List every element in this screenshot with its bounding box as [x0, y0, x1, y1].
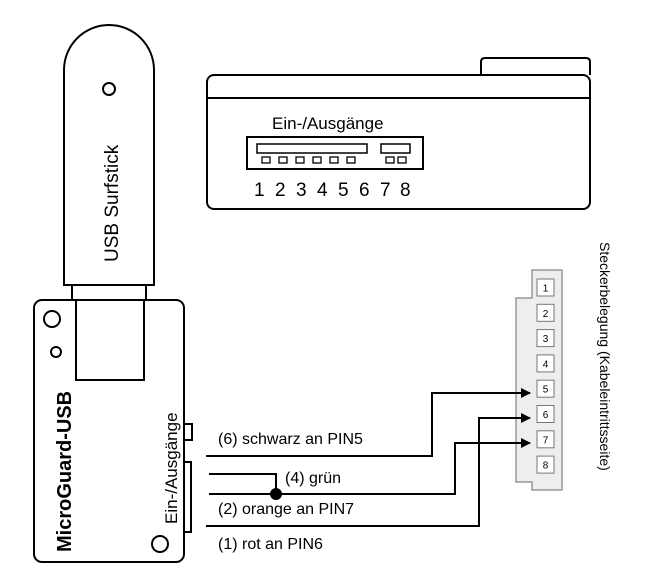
terminal-block-group-7-8: [380, 143, 411, 154]
usb-port-slot: [75, 299, 145, 381]
connector-pin-cell: [536, 430, 555, 449]
connector-pin-cell: [536, 303, 555, 322]
mounting-hole-top: [43, 310, 61, 328]
led-indicator: [50, 346, 62, 358]
connector-pin-number: 2: [543, 309, 549, 320]
terminal-pin: [312, 156, 322, 164]
pin-number-8: 8: [400, 180, 411, 201]
usb-surfstick: USB Surfstick: [63, 24, 155, 306]
terminal-pin: [295, 156, 305, 164]
top-view-tab: [480, 57, 591, 75]
wire-rot: [206, 413, 531, 527]
pin-number-6: 6: [359, 180, 370, 201]
terminal-block-group-1-6: [256, 143, 368, 154]
terminal-pin: [346, 156, 356, 164]
side-connector: [183, 461, 192, 533]
connector-pin-number: 6: [543, 410, 549, 421]
terminal-block: [246, 136, 424, 170]
connector-pin-cell: [536, 278, 555, 297]
microguard-port-label: Ein-/Ausgänge: [162, 412, 181, 524]
junction-dot: [270, 488, 282, 500]
connector-pin-number: 7: [543, 435, 549, 446]
pin-number-5: 5: [338, 180, 349, 201]
mounting-hole-bottom: [151, 535, 169, 553]
wire-label-schwarz: (6) schwarz an PIN5: [218, 431, 363, 448]
wire-label-orange: (2) orange an PIN7: [218, 501, 354, 518]
connector-pin-number: 5: [543, 385, 549, 396]
microguard-device: MicroGuard-USB Ein-/Ausgänge: [33, 299, 193, 563]
connector-pin-cell: [536, 379, 555, 398]
connector-pin-number: 4: [543, 359, 549, 370]
connector-pin-cell: [536, 405, 555, 423]
connector-title: Steckerbelegung (Kabeleintrittsseite): [597, 242, 613, 471]
pin-number-2: 2: [275, 180, 286, 201]
pin-number-4: 4: [317, 180, 328, 201]
connector-pin-number: 1: [543, 284, 549, 295]
wire-label-gruen: (4) grün: [285, 470, 341, 487]
pin-number-1: 1: [254, 180, 265, 201]
terminal-pin: [278, 156, 288, 164]
microguard-name: MicroGuard-USB: [54, 391, 76, 552]
usb-surfstick-hole: [102, 82, 116, 96]
usb-surfstick-label: USB Surfstick: [102, 144, 123, 262]
wire-gruen: [209, 473, 277, 494]
usb-surfstick-body: [63, 24, 155, 286]
pin-number-7: 7: [380, 180, 391, 201]
wire-orange: [209, 438, 531, 495]
connector-pin-number: 8: [543, 461, 549, 472]
terminal-pin: [329, 156, 339, 164]
device-top-view: Ein-/Ausgänge 1 2 3 4 5 6 7 8: [206, 57, 591, 210]
wires: [206, 388, 531, 527]
wire-label-rot: (1) rot an PIN6: [218, 536, 323, 553]
pin-number-3: 3: [296, 180, 307, 201]
terminal-pin: [261, 156, 271, 164]
connector-pin-number: 3: [543, 334, 549, 345]
connector-plug: 1 2 3 4 5 6 7 8 Steckerbelegung (Kabeleintritts…: [515, 242, 613, 491]
side-tab: [183, 423, 193, 441]
connector-pin-cell: [536, 354, 555, 373]
connector-pin-cell: [536, 455, 555, 474]
wire-schwarz: [206, 388, 531, 457]
terminal-pin: [385, 156, 395, 164]
terminal-pin: [397, 156, 407, 164]
connector-pin-cell: [536, 329, 555, 348]
top-view-port-label: Ein-/Ausgänge: [272, 114, 384, 133]
